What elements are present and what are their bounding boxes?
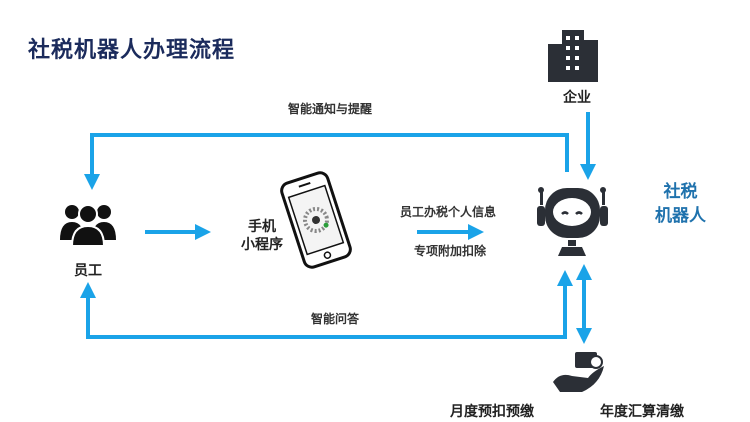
phone-icon (280, 171, 352, 269)
robot-label-1: 社税 (663, 182, 698, 202)
enterprise-label: 企业 (563, 90, 591, 106)
mini-program-label-1: 手机 (248, 219, 276, 235)
robot-label-2: 机器人 (655, 206, 706, 226)
info-label-1: 员工办税个人信息 (399, 205, 497, 219)
info-label-2: 专项附加扣除 (413, 244, 487, 258)
robot-icon (537, 187, 608, 256)
robot-label: 社税 机器人 (655, 180, 706, 228)
mini-program-label-2: 小程序 (241, 237, 283, 253)
page-title: 社税机器人办理流程 (28, 38, 236, 63)
monthly-label: 月度预扣预缴 (450, 404, 534, 420)
building-icon (548, 30, 598, 82)
annual-label: 年度汇算清缴 (600, 404, 684, 420)
notify-arrow (84, 133, 569, 190)
notify-label: 智能通知与提醒 (287, 102, 373, 116)
hand-money-icon (553, 352, 604, 392)
qa-label: 智能问答 (310, 312, 360, 326)
employees-icon (60, 204, 116, 247)
qa-arrow-to-robot (80, 270, 573, 339)
employee-label: 员工 (74, 263, 102, 279)
